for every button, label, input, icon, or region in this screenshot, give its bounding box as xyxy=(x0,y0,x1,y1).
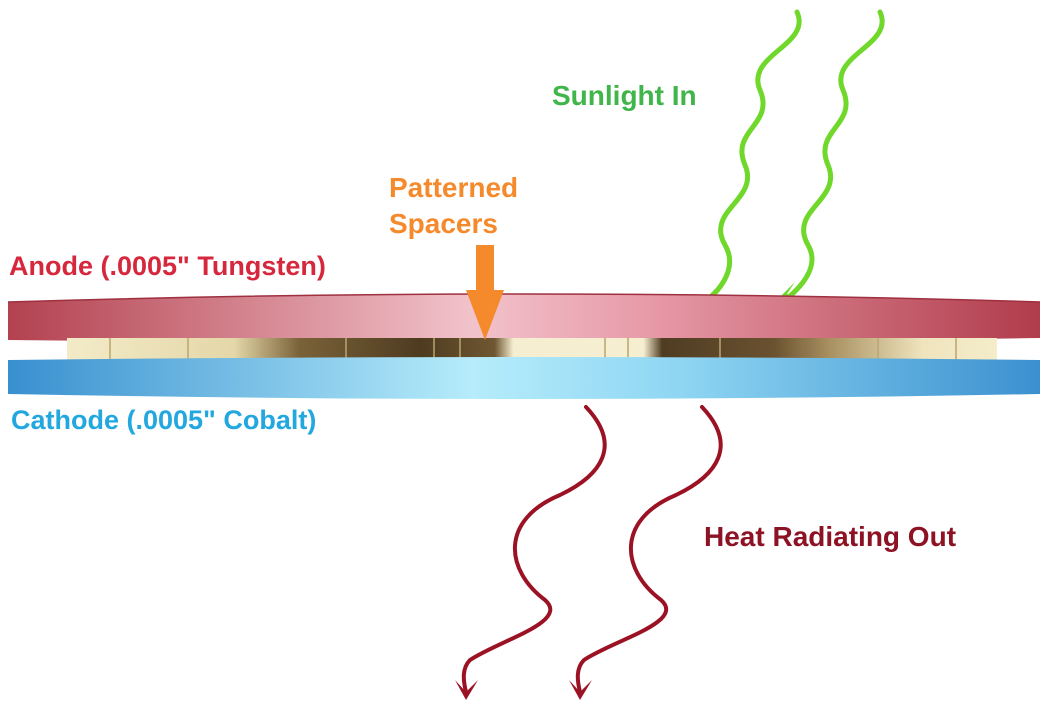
sunlight-wave-2 xyxy=(787,9,885,299)
patterned-spacers-label: Patterned Spacers xyxy=(389,170,518,242)
heat-wave-2 xyxy=(575,405,723,694)
heat-wave-1 xyxy=(461,405,607,694)
anode-plate-top-highlight xyxy=(7,293,1041,303)
heat-arrowhead-2 xyxy=(569,680,592,700)
sunlight-waves xyxy=(709,9,885,299)
patterned-spacers-label-line2: Spacers xyxy=(389,208,498,239)
cathode-plate xyxy=(8,357,1040,399)
cathode-label: Cathode (.0005" Cobalt) xyxy=(11,405,317,435)
patterned-spacers-label-line1: Patterned xyxy=(389,172,519,203)
sunlight-in-label: Sunlight In xyxy=(552,80,697,111)
heat-arrowheads xyxy=(455,680,592,700)
sunlight-wave-1 xyxy=(709,9,802,299)
heat-waves xyxy=(461,405,723,694)
anode-label: Anode (.0005" Tungsten) xyxy=(9,251,326,281)
heat-radiating-out-label: Heat Radiating Out xyxy=(704,521,957,552)
spacers-arrow xyxy=(466,245,504,340)
anode-plate xyxy=(8,294,1040,343)
heat-arrowhead-1 xyxy=(455,680,478,700)
